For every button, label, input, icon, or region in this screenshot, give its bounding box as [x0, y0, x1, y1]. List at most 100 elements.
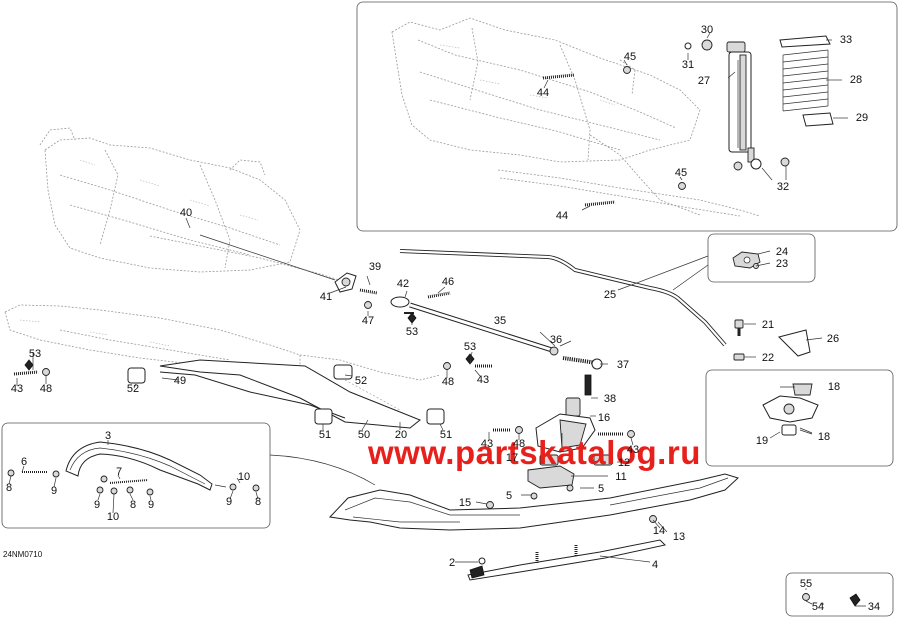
- callout-20: 20: [395, 429, 407, 441]
- wear-bar: [467, 539, 667, 581]
- tie-rod: [390, 291, 603, 396]
- callout-5: 5: [506, 490, 512, 502]
- callout-21: 21: [762, 319, 774, 331]
- callout-35: 35: [494, 315, 506, 327]
- watermark: www.partskatalog.ru: [367, 434, 701, 471]
- callout-numbers: 30 45 33 31 27 28 44 29 45 32 44 40 24 2…: [6, 24, 880, 613]
- callout-4: 4: [652, 559, 658, 571]
- callout-7: 7: [116, 466, 122, 478]
- shock-bolts: [542, 66, 686, 207]
- callout-9: 9: [226, 496, 232, 508]
- ski: [328, 473, 739, 531]
- leader-lines: [8, 32, 866, 607]
- callout-24: 24: [776, 246, 788, 258]
- reference-code: 24NM0710: [3, 550, 43, 559]
- sway-bar: [399, 249, 727, 347]
- callout-33: 33: [840, 34, 852, 46]
- callout-11: 11: [615, 471, 626, 483]
- spindle-inset: [705, 369, 894, 467]
- callout-34: 34: [868, 601, 880, 613]
- callout-44: 44: [537, 87, 549, 99]
- callout-48: 48: [513, 438, 525, 450]
- callout-6: 6: [21, 456, 27, 468]
- handle-leader: [269, 454, 376, 486]
- callout-22: 22: [762, 352, 774, 364]
- shock-absorber-inset: [356, 1, 898, 232]
- callout-12: 12: [618, 457, 630, 469]
- callout-15: 15: [459, 497, 471, 509]
- callout-46: 46: [442, 276, 454, 288]
- callout-26: 26: [827, 333, 839, 345]
- callout-43: 43: [11, 383, 23, 395]
- callout-45: 45: [675, 167, 687, 179]
- callout-25: 25: [604, 289, 616, 301]
- callout-43: 43: [627, 444, 639, 456]
- callout-53: 53: [406, 326, 418, 338]
- callout-49: 49: [174, 375, 186, 387]
- wear-bar-nut: [802, 593, 861, 607]
- callout-13: 13: [673, 531, 685, 543]
- callout-44: 44: [556, 210, 568, 222]
- callout-2: 2: [449, 557, 455, 569]
- callout-55: 55: [800, 578, 812, 590]
- fasteners-left: [13, 312, 492, 376]
- callout-38: 38: [604, 393, 616, 405]
- frame-ghost-main: [39, 127, 346, 283]
- callout-3: 3: [105, 430, 111, 442]
- wear-bar-hardware-inset: [785, 572, 894, 617]
- callout-17: 17: [506, 452, 518, 464]
- callout-31: 31: [682, 59, 694, 71]
- callout-18: 18: [828, 381, 840, 393]
- callout-48: 48: [40, 383, 52, 395]
- shock-absorber: [684, 39, 790, 171]
- callout-30: 30: [701, 24, 713, 36]
- front-frame-ghost: [4, 304, 441, 381]
- callout-32: 32: [777, 181, 789, 193]
- callout-9: 9: [51, 485, 57, 497]
- steering-arm: [199, 234, 378, 309]
- callout-40: 40: [180, 207, 192, 219]
- callout-8: 8: [130, 499, 136, 511]
- callout-43: 43: [477, 374, 489, 386]
- spindle-bushing: [762, 383, 819, 436]
- callout-8: 8: [255, 496, 261, 508]
- callout-43: 43: [481, 438, 493, 450]
- callout-10: 10: [107, 511, 119, 523]
- callout-52: 52: [355, 375, 367, 387]
- coil-spring: [779, 35, 834, 127]
- handle-inset: [1, 422, 271, 529]
- spindle: [493, 397, 635, 466]
- bracket-inset: [707, 233, 816, 283]
- callout-53: 53: [464, 341, 476, 353]
- callout-5: 5: [598, 483, 604, 495]
- frame-ghost-inset: [391, 17, 761, 217]
- callout-42: 42: [397, 278, 409, 290]
- callout-51: 51: [440, 429, 452, 441]
- callout-45: 45: [624, 51, 636, 63]
- callout-10: 10: [238, 471, 250, 483]
- callout-50: 50: [358, 429, 370, 441]
- callout-48: 48: [442, 376, 454, 388]
- callout-29: 29: [856, 112, 868, 124]
- callout-9: 9: [148, 499, 154, 511]
- a-arm-assembly: [127, 359, 445, 429]
- callout-36: 36: [550, 334, 562, 346]
- callout-19: 19: [756, 435, 768, 447]
- bracket-plate: [732, 251, 761, 269]
- callout-8: 8: [6, 482, 12, 494]
- callout-27: 27: [698, 75, 710, 87]
- callout-28: 28: [850, 74, 862, 86]
- callout-41: 41: [320, 291, 332, 303]
- callout-39: 39: [369, 261, 381, 273]
- callout-23: 23: [776, 258, 788, 270]
- callout-52: 52: [127, 383, 139, 395]
- callout-53: 53: [29, 348, 41, 360]
- ski-handle: [7, 441, 260, 496]
- callout-54: 54: [812, 601, 824, 613]
- callout-14: 14: [653, 525, 665, 537]
- callout-9: 9: [94, 499, 100, 511]
- callout-16: 16: [598, 412, 610, 424]
- callout-37: 37: [617, 359, 629, 371]
